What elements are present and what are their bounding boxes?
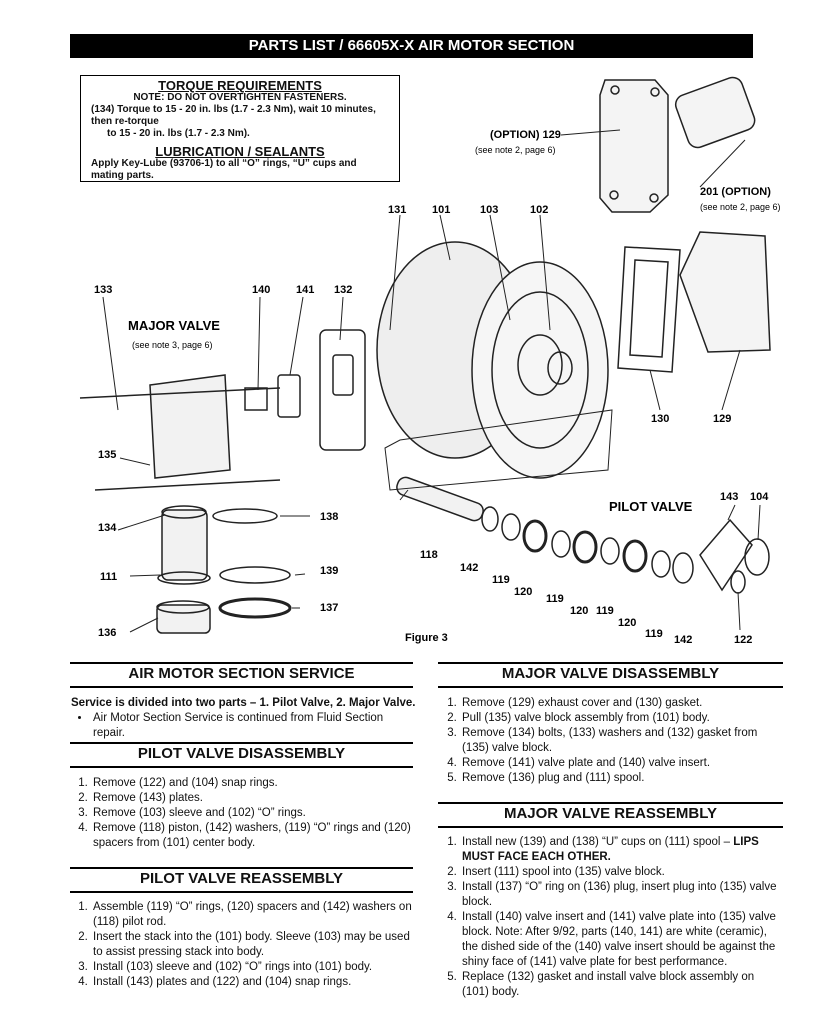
lubrication-text: Apply Key-Lube (93706-1) to all “O” ring… [91,158,357,181]
torque-line-1: (134) Torque to 15 - 20 in. lbs (1.7 - 2… [91,104,376,127]
part-label-120: 120 [618,617,636,629]
section-rule [70,891,413,893]
part-label-119: 119 [492,574,510,586]
part-label-101: 101 [432,204,450,216]
major-valve-label: MAJOR VALVE [128,318,220,333]
torque-heading: TORQUE REQUIREMENTS [158,78,322,93]
torque-requirements-box: TORQUE REQUIREMENTS NOTE: DO NOT OVERTIG… [80,75,400,182]
pilot-valve-label: PILOT VALVE [609,499,693,514]
part-label-119: 119 [546,593,564,605]
exploded-parts-diagram: MAJOR VALVE (see note 3, page 6) PILOT V… [79,76,781,646]
list-item: Install (143) plates and (122) and (104)… [91,975,414,990]
list-item: Install (103) sleeve and (102) “O” rings… [91,960,414,975]
pilot-disassembly-list: Remove (122) and (104) snap rings. Remov… [71,776,414,851]
part-label-141: 141 [296,284,314,296]
part-label-138: 138 [320,511,338,523]
part-label-103: 103 [480,204,498,216]
part-label-102: 102 [530,204,548,216]
part-label-142: 142 [674,634,692,646]
section-rule [70,662,413,664]
option-129-note: (see note 2, page 6) [475,145,556,155]
pilot-disassembly-heading: PILOT VALVE DISASSEMBLY [137,745,346,762]
lubrication-heading: LUBRICATION / SEALANTS [155,144,325,159]
list-item: Remove (103) sleeve and (102) “O” rings. [91,806,414,821]
list-item: Install (137) “O” ring on (136) plug, in… [460,880,783,910]
torque-line-2: to 15 - 20 in. lbs (1.7 - 2.3 Nm). [107,128,250,139]
air-motor-heading: AIR MOTOR SECTION SERVICE [128,665,355,682]
list-item: Pull (135) valve block assembly from (10… [460,711,783,726]
part-label-134: 134 [98,522,117,534]
major-disassembly-list: Remove (129) exhaust cover and (130) gas… [440,696,783,786]
list-item: Insert the stack into the (101) body. Sl… [91,930,414,960]
air-motor-bullet-text: Air Motor Section Service is continued f… [91,711,416,741]
pilot-reassembly-list: Assemble (119) “O” rings, (120) spacers … [71,900,414,990]
list-item: Insert (111) spool into (135) valve bloc… [460,865,783,880]
page-title: PARTS LIST / 66605X-X AIR MOTOR SECTION [70,34,753,58]
part-label-122: 122 [734,634,752,646]
part-label-120: 120 [570,605,588,617]
list-item: Remove (136) plug and (111) spool. [460,771,783,786]
list-item: Assemble (119) “O” rings, (120) spacers … [91,900,414,930]
part-label-119: 119 [645,628,663,640]
list-item: Remove (143) plates. [91,791,414,806]
list-item: Remove (134) bolts, (133) washers and (1… [460,726,783,756]
part-label-118: 118 [420,549,438,561]
part-label-111: 111 [100,571,117,583]
major-reassembly-list: Install new (139) and (138) “U” cups on … [440,835,783,1000]
section-rule [438,662,783,664]
section-rule [70,742,413,744]
pilot-reassembly-heading: PILOT VALVE REASSEMBLY [139,870,344,887]
major-valve-note: (see note 3, page 6) [132,340,213,350]
part-label-130: 130 [651,413,669,425]
list-item: Remove (118) piston, (142) washers, (119… [91,821,414,851]
part-label-131: 131 [388,204,406,216]
section-rule [70,867,413,869]
list-item: Install (140) valve insert and (141) val… [460,910,783,970]
option-129-label: (OPTION) 129 [490,129,561,141]
air-motor-bullet: Air Motor Section Service is continued f… [71,711,416,741]
part-label-139: 139 [320,565,338,577]
part-label-132: 132 [334,284,352,296]
section-rule [438,802,783,804]
lips-warning: LIPS MUST FACE EACH OTHER. [462,836,759,863]
list-item: Remove (141) valve plate and (140) valve… [460,756,783,771]
list-item: Remove (122) and (104) snap rings. [91,776,414,791]
part-label-104: 104 [750,491,769,503]
major-disassembly-heading: MAJOR VALVE DISASSEMBLY [501,665,720,682]
list-item: Replace (132) gasket and install valve b… [460,970,783,1000]
torque-note: NOTE: DO NOT OVERTIGHTEN FASTENERS. [133,92,347,103]
part-label-135: 135 [98,449,116,461]
section-rule [70,766,413,768]
part-label-136: 136 [98,627,116,639]
section-rule [438,826,783,828]
part-label-119: 119 [596,605,614,617]
list-item-text: Install new (139) and (138) “U” cups on … [462,836,734,848]
list-item: Install new (139) and (138) “U” cups on … [460,835,783,865]
section-rule [438,686,783,688]
air-motor-intro: Service is divided into two parts – 1. P… [71,697,416,709]
part-label-133: 133 [94,284,112,296]
part-label-120: 120 [514,586,532,598]
major-reassembly-heading: MAJOR VALVE REASSEMBLY [503,805,718,822]
option-201-label: 201 (OPTION) [700,186,771,198]
part-label-142: 142 [460,562,478,574]
part-label-129: 129 [713,413,731,425]
section-rule [70,686,413,688]
figure-caption: Figure 3 [405,632,448,644]
part-label-140: 140 [252,284,270,296]
option-201-note: (see note 2, page 6) [700,202,781,212]
list-item: Remove (129) exhaust cover and (130) gas… [460,696,783,711]
part-label-143: 143 [720,491,738,503]
part-label-137: 137 [320,602,338,614]
